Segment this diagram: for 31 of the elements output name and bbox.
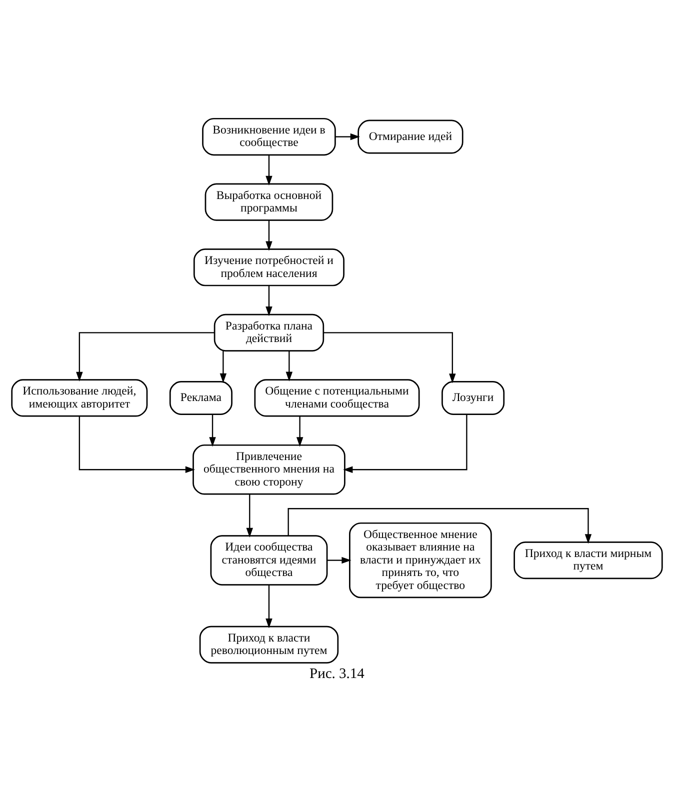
arrow xyxy=(266,154,272,186)
node-box: Приход к власти революционным путем xyxy=(199,625,339,663)
arrow xyxy=(78,416,196,472)
node-box: Выработка основной программы xyxy=(204,182,334,220)
arrow xyxy=(288,508,592,544)
node-box: Отмирание идей xyxy=(358,119,464,154)
node-box: Использование людей, имеющих авторитет xyxy=(11,378,148,416)
arrow xyxy=(209,414,216,446)
node-box: Изучение потребностей и проблем населения xyxy=(193,248,344,286)
arrow xyxy=(324,332,456,383)
arrow xyxy=(343,414,468,472)
arrow xyxy=(296,416,304,446)
arrow xyxy=(246,494,253,538)
caption: Рис. 3.14 xyxy=(310,666,364,682)
node-box: Приход к власти мирным путем xyxy=(514,541,663,579)
arrow xyxy=(266,584,272,628)
node-box: Привлечение общественного мнения на свою сторону xyxy=(192,444,346,494)
node-box: Возникновение идеи в сообществе xyxy=(202,117,336,156)
node-box: Идеи сообщества становятся идеями общества xyxy=(210,534,328,585)
arrow xyxy=(266,220,272,250)
arrow xyxy=(286,350,293,381)
arrow xyxy=(76,332,214,382)
node-box: Лозунги xyxy=(442,380,505,414)
node-box: Общественное мнение оказывает влияние на власти и принуждает их принять то, что требует общество xyxy=(349,522,492,598)
node-box: Общение с потенциальными членами сообщества xyxy=(254,378,420,416)
arrow xyxy=(327,556,352,564)
node-box: Реклама xyxy=(169,380,232,414)
arrow xyxy=(220,350,227,382)
arrow xyxy=(336,132,360,140)
node-box: Разработка плана действий xyxy=(214,313,324,351)
arrow xyxy=(266,285,272,316)
